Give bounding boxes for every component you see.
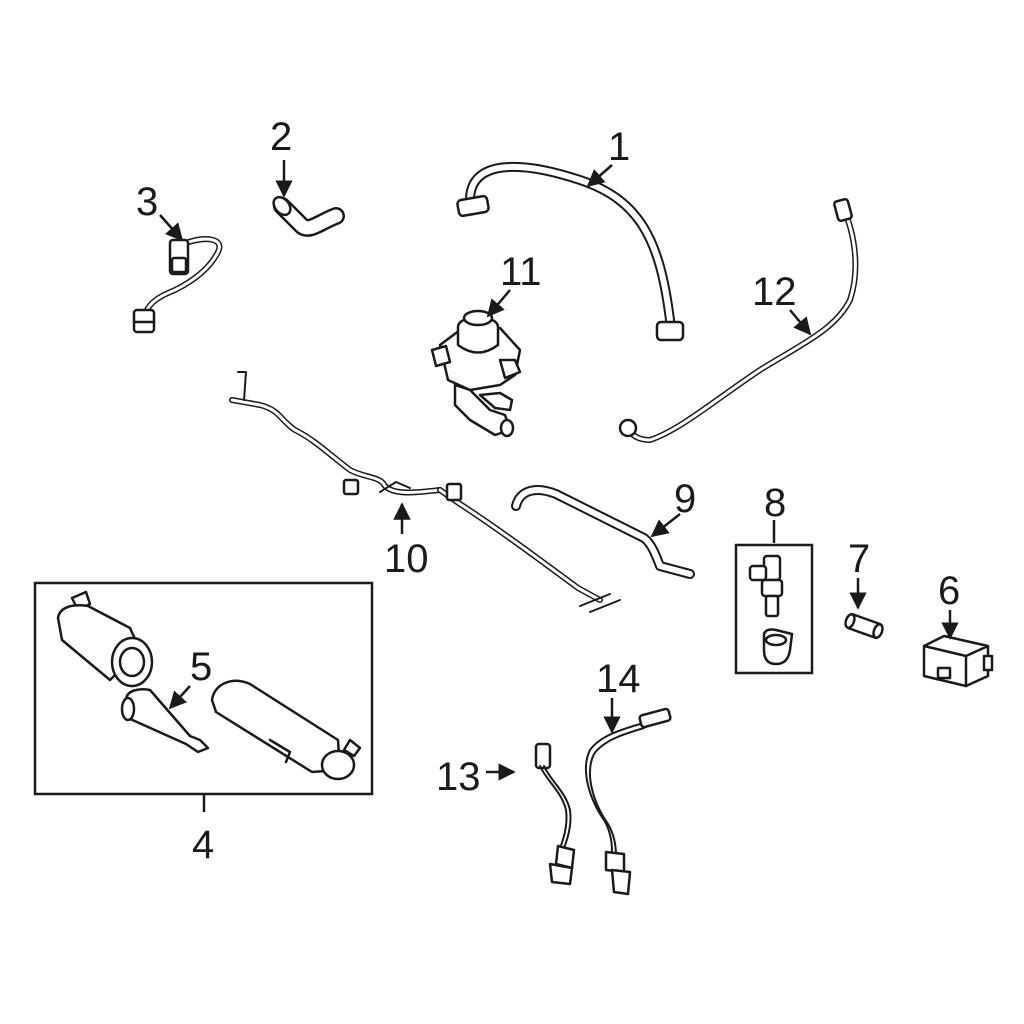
callout-10-label: 10 bbox=[384, 537, 429, 581]
part-4-canister[interactable] bbox=[56, 590, 362, 781]
part-6-module[interactable] bbox=[922, 634, 994, 688]
callout-7: 7 bbox=[848, 537, 870, 610]
part-9-tube[interactable] bbox=[511, 485, 695, 579]
callout-3: 3 bbox=[136, 180, 184, 242]
callout-4: 4 bbox=[192, 794, 214, 867]
callout-1: 1 bbox=[586, 125, 630, 188]
callout-8-label: 8 bbox=[764, 481, 786, 525]
part-2-elbow-hose[interactable] bbox=[270, 194, 345, 237]
part-3-vacuum-hose[interactable] bbox=[132, 236, 223, 334]
part-14-oxygen-sensor[interactable] bbox=[585, 707, 672, 896]
callout-14: 14 bbox=[596, 657, 641, 734]
part-5-filter[interactable] bbox=[120, 688, 210, 754]
callout-5-label: 5 bbox=[190, 645, 212, 689]
part-7-sleeve[interactable] bbox=[844, 612, 884, 640]
callout-13-label: 13 bbox=[436, 755, 481, 799]
part-11-air-valve[interactable] bbox=[430, 309, 522, 438]
callout-13: 13 bbox=[436, 755, 516, 799]
callout-9: 9 bbox=[650, 477, 696, 538]
callout-1-label: 1 bbox=[608, 125, 630, 169]
part-1-hose[interactable] bbox=[456, 161, 685, 342]
callout-12-label: 12 bbox=[752, 270, 797, 314]
callout-3-label: 3 bbox=[136, 180, 158, 224]
callout-9-label: 9 bbox=[674, 477, 696, 521]
callout-8: 8 bbox=[764, 481, 786, 543]
callout-12: 12 bbox=[752, 270, 812, 336]
part-12-tube[interactable] bbox=[618, 197, 859, 443]
part-13-oxygen-sensor[interactable] bbox=[534, 742, 576, 886]
callout-6-label: 6 bbox=[938, 569, 960, 613]
callout-7-label: 7 bbox=[848, 537, 870, 581]
part-10-tube-assembly[interactable] bbox=[229, 371, 621, 613]
callout-6: 6 bbox=[938, 569, 960, 640]
callout-11-label: 11 bbox=[500, 250, 542, 294]
callout-14-label: 14 bbox=[596, 657, 641, 701]
callout-2: 2 bbox=[270, 115, 293, 198]
callout-5: 5 bbox=[168, 645, 212, 710]
part-8-box bbox=[734, 543, 814, 675]
callout-10: 10 bbox=[384, 502, 429, 581]
callout-2-label: 2 bbox=[270, 115, 292, 159]
part-8-connector[interactable] bbox=[748, 554, 794, 666]
callout-11: 11 bbox=[486, 250, 542, 318]
callout-4-label: 4 bbox=[192, 823, 214, 867]
